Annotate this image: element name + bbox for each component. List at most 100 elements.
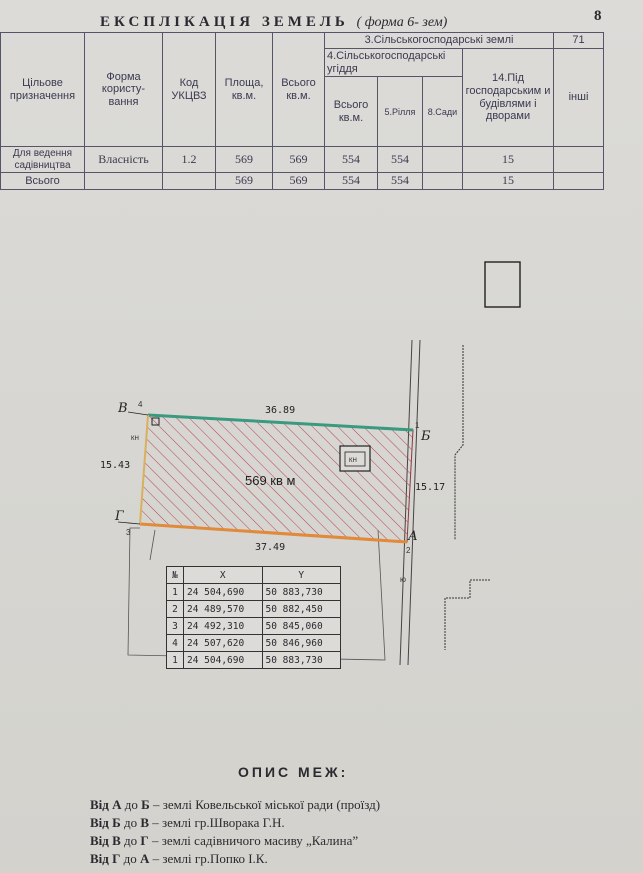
header-agri-lands: 3.Сільськогосподарські землі xyxy=(323,32,555,49)
boundary-to: до xyxy=(123,851,137,866)
page-number: 8 xyxy=(594,8,602,24)
coord-y: 50 882,450 xyxy=(261,600,341,618)
neighbour-plot-outline xyxy=(127,527,386,661)
road-marker: ю xyxy=(400,575,406,584)
coord-num: 4 xyxy=(166,634,184,652)
corner-marker xyxy=(151,417,160,426)
header-gardens: 8.Сади xyxy=(422,76,463,148)
boundary-point-b: Г xyxy=(140,833,149,848)
coord-x: 24 492,310 xyxy=(183,617,263,635)
corner-letter-a: А xyxy=(407,529,418,544)
header-under-buildings: 14.Під господарським и будівлями і двора… xyxy=(461,47,555,148)
coords-header-num: № xyxy=(166,566,184,584)
row-agri-total: 554 xyxy=(324,146,378,174)
coords-header-row: № X Y xyxy=(166,566,341,584)
row-area: 569 xyxy=(215,146,273,174)
boundary-from: Від xyxy=(90,815,109,830)
coords-header-y: Y xyxy=(261,566,341,584)
corner-letter-b: Б xyxy=(420,429,431,444)
leader-line xyxy=(127,411,149,416)
header-agri-total: Всього кв.м. xyxy=(324,76,378,148)
row-arable: 554 xyxy=(377,146,423,174)
coord-x: 24 504,690 xyxy=(183,651,263,669)
corner-number: 4 xyxy=(138,400,143,409)
row-other xyxy=(553,172,605,191)
row-buildings: 15 xyxy=(461,172,555,191)
building-label: КН xyxy=(349,458,357,464)
explication-subtitle: ( форма 6- зем) xyxy=(356,15,448,30)
boundary-row: Від Г до А – землі гр.Попко І.К. xyxy=(90,850,380,868)
corner-number: 1 xyxy=(415,421,420,430)
explication-title: ЕКСПЛІКАЦІЯ ЗЕМЕЛЬ ( форма 6- зем) xyxy=(100,14,447,31)
coord-x: 24 504,690 xyxy=(183,583,263,601)
coord-x: 24 489,570 xyxy=(183,600,263,618)
table-row: Всього 569 569 554 554 15 xyxy=(0,172,605,191)
header-ownership-form: Форма користу-вання xyxy=(84,31,163,148)
boundary-point-a: Г xyxy=(112,851,121,866)
header-other: інші xyxy=(553,47,605,148)
boundaries-title: ОПИС МЕЖ: xyxy=(238,764,349,780)
boundary-from: Від xyxy=(90,833,109,848)
row-code xyxy=(162,172,216,191)
row-agri-total: 554 xyxy=(324,172,378,191)
header-area: Площа, кв.м. xyxy=(215,31,273,148)
boundary-point-a: А xyxy=(112,797,122,812)
parcel-plan: ю КН КН 569 кв м 36.89 15.17 37.49 15.43… xyxy=(100,261,521,666)
coord-y: 50 846,960 xyxy=(261,634,341,652)
coord-num: 1 xyxy=(166,583,184,601)
row-gardens xyxy=(422,146,463,174)
coord-num: 1 xyxy=(166,651,184,669)
side-length: 36.89 xyxy=(265,405,295,416)
boundaries-list: Від А до Б – землі Ковельської міської р… xyxy=(90,796,380,868)
boundary-text: – землі гр.Попко І.К. xyxy=(152,851,268,866)
boundary-point-b: Б xyxy=(141,797,150,812)
boundary-point-a: В xyxy=(112,833,121,848)
boundary-row: Від Б до В – землі гр.Шворака Г.Н. xyxy=(90,814,380,832)
neighbour-building-outline xyxy=(484,261,521,308)
corner-letter-g: Г xyxy=(114,509,124,524)
leader-line xyxy=(117,521,141,525)
neighbour-plot-line xyxy=(149,529,156,561)
side-length: 15.17 xyxy=(415,482,445,493)
header-purpose: Цільове призначення xyxy=(0,31,85,148)
corner-number: 2 xyxy=(406,546,411,555)
header-code: Код УКЦВЗ xyxy=(162,31,216,148)
corner-number: 3 xyxy=(126,528,131,537)
area-label: 569 кв м xyxy=(245,473,296,488)
explication-table: Цільове призначення Форма користу-вання … xyxy=(0,31,605,191)
corner-label: КН xyxy=(131,436,139,442)
parcel-bottom-edge xyxy=(139,522,408,544)
row-purpose: Всього xyxy=(0,172,85,191)
boundary-row: Від В до Г – землі садівничого масиву „К… xyxy=(90,832,380,850)
row-total: 569 xyxy=(272,146,325,174)
side-length: 15.43 xyxy=(100,460,130,471)
row-purpose: Для ведення садівництва xyxy=(0,146,85,174)
row-other xyxy=(553,146,605,174)
parcel-top-edge xyxy=(147,413,414,432)
side-length: 37.49 xyxy=(255,542,285,553)
header-total: Всього кв.м. xyxy=(272,31,325,148)
boundary-to: до xyxy=(123,815,138,830)
boundary-point-b: А xyxy=(140,851,150,866)
boundary-to: до xyxy=(124,833,138,848)
boundary-point-a: Б xyxy=(112,815,121,830)
boundary-text: – землі Ковельської міської ради (проїзд… xyxy=(152,797,381,812)
coord-y: 50 883,730 xyxy=(261,583,341,601)
coords-header-x: X xyxy=(183,566,263,584)
row-total: 569 xyxy=(272,172,325,191)
boundary-text: – землі гр.Шворака Г.Н. xyxy=(152,815,285,830)
boundary-text: – землі садівничого масиву „Калина” xyxy=(151,833,359,848)
coord-y: 50 883,730 xyxy=(261,651,341,669)
road-line xyxy=(407,339,421,666)
row-arable: 554 xyxy=(377,172,423,191)
neighbour-fence xyxy=(454,345,464,540)
row-form xyxy=(84,172,163,191)
header-arable: 5.Рілля xyxy=(377,76,423,148)
boundary-from: Від xyxy=(90,797,109,812)
row-area: 569 xyxy=(215,172,273,191)
